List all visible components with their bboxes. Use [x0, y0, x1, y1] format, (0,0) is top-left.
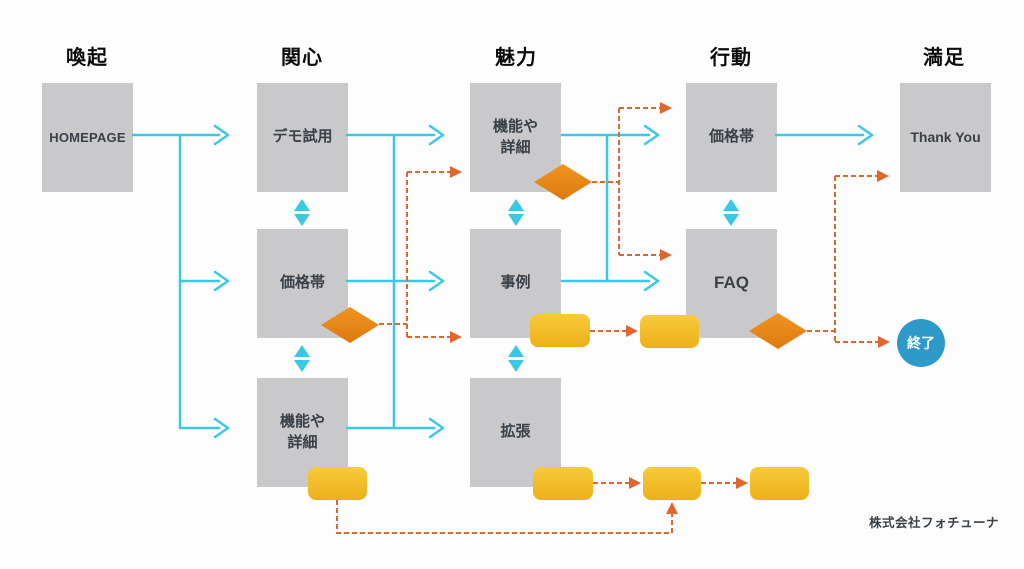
- node-label-line1: 機能や: [492, 118, 538, 136]
- node-label-line2: 詳細: [287, 433, 318, 451]
- node-label: 拡張: [500, 423, 531, 441]
- arrowhead-icon: [629, 477, 641, 489]
- arrowhead-icon: [626, 325, 638, 337]
- node-faq: FAQ: [686, 229, 777, 338]
- arrowhead-icon: [660, 249, 672, 261]
- arrowhead-icon: [450, 331, 462, 343]
- node-case-studies: 事例: [470, 229, 561, 338]
- touchpoint-rect: [750, 467, 809, 500]
- arrowhead-icon: [428, 417, 445, 439]
- arrowhead-icon: [428, 124, 445, 146]
- touchpoint-rect: [643, 467, 701, 500]
- two-way-arrow-icon: [294, 345, 310, 372]
- node-features-details-appeal: 機能や 詳細: [470, 83, 561, 192]
- arrowhead-icon: [643, 124, 660, 146]
- arrowhead-icon: [736, 477, 748, 489]
- node-label-line2: 詳細: [500, 138, 531, 156]
- arrowhead-icon: [213, 124, 230, 146]
- two-way-arrow-icon: [294, 199, 310, 226]
- column-header-awareness: 喚起: [66, 47, 108, 69]
- node-label: Thank You: [910, 129, 981, 146]
- arrowhead-icon: [428, 270, 445, 292]
- node-demo-trial: デモ試用: [257, 83, 348, 192]
- node-expansion: 拡張: [470, 378, 561, 487]
- arrowhead-icon: [877, 170, 889, 182]
- node-label: HOMEPAGE: [49, 129, 126, 145]
- arrowhead-icon: [666, 502, 678, 514]
- arrowhead-icon: [857, 124, 874, 146]
- arrowhead-icon: [660, 102, 672, 114]
- end-node-label: 終了: [907, 335, 935, 351]
- node-price-range-action: 価格帯: [686, 83, 777, 192]
- node-label: 事例: [500, 274, 531, 292]
- company-credit: 株式会社フォチューナ: [869, 516, 1000, 530]
- column-header-interest: 関心: [281, 47, 323, 69]
- node-thank-you: Thank You: [900, 83, 991, 192]
- column-header-satisfaction: 満足: [923, 47, 965, 69]
- arrowhead-icon: [213, 417, 230, 439]
- arrowhead-icon: [878, 336, 890, 348]
- node-label: FAQ: [714, 273, 749, 293]
- column-header-appeal: 魅力: [495, 47, 537, 69]
- node-homepage: HOMEPAGE: [42, 83, 133, 192]
- arrowhead-icon: [450, 166, 462, 178]
- arrowhead-icon: [643, 270, 660, 292]
- node-price-range-interest: 価格帯: [257, 229, 348, 338]
- arrowhead-icon: [213, 270, 230, 292]
- node-label: 価格帯: [708, 128, 754, 146]
- end-node: 終了: [897, 319, 945, 367]
- node-features-details-interest: 機能や 詳細: [257, 378, 348, 487]
- two-way-arrow-icon: [508, 345, 524, 372]
- alt-path-layer: [336, 107, 878, 534]
- node-label: デモ試用: [272, 128, 333, 146]
- two-way-arrow-icon: [723, 199, 739, 226]
- column-header-action: 行動: [710, 47, 752, 69]
- node-label: 価格帯: [279, 274, 325, 292]
- two-way-arrow-icon: [508, 199, 524, 226]
- node-label-line1: 機能や: [279, 413, 325, 431]
